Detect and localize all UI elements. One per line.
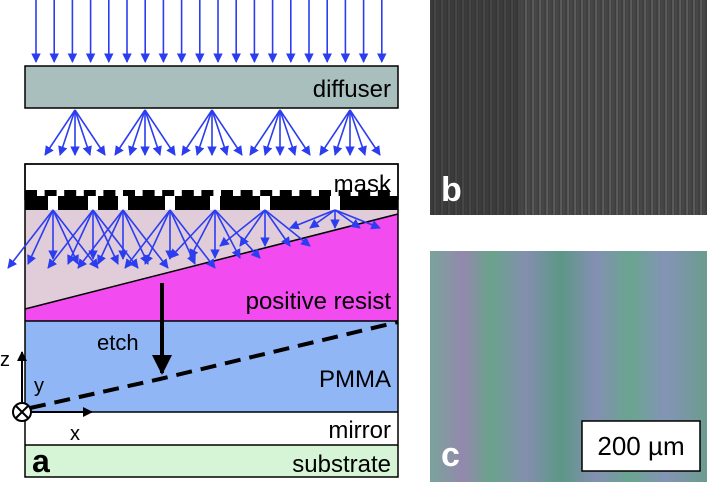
exposure-ray <box>264 209 291 247</box>
exposure-ray <box>122 209 169 269</box>
etch-profile-line <box>29 320 399 410</box>
mask-opening <box>210 196 220 210</box>
mirror-layer <box>25 412 398 445</box>
exposure-rays <box>7 209 381 269</box>
diffused-ray <box>74 109 92 156</box>
diffused-ray <box>279 109 311 156</box>
mask-opening <box>330 196 340 210</box>
exposure-ray <box>169 209 216 259</box>
mask-tooth <box>338 190 351 198</box>
diffused-ray <box>181 109 213 156</box>
exposure-ray <box>214 209 241 259</box>
exposure-ray <box>289 209 336 230</box>
exposure-ray <box>27 209 54 265</box>
mask-opening <box>48 196 58 210</box>
diffuser-plate <box>24 65 399 109</box>
diffused-ray <box>249 109 281 156</box>
diffused-ray <box>58 109 76 156</box>
exposure-ray <box>77 209 124 269</box>
diffused-ray <box>74 109 106 156</box>
panel-a-label: a <box>32 443 50 479</box>
substrate-layer <box>25 445 398 477</box>
mask-label: mask <box>334 171 392 198</box>
exposure-ray <box>122 209 149 265</box>
scale-bar-label: 200 µm <box>597 431 684 461</box>
positive-resist-label: positive resist <box>246 288 392 315</box>
diffused-ray <box>211 109 229 156</box>
mask-tooth <box>260 190 273 198</box>
mask-tooth <box>358 190 371 198</box>
diffused-ray <box>333 109 351 156</box>
diffused-ray <box>349 109 381 156</box>
exposure-ray <box>189 209 216 259</box>
exposure-ray <box>144 209 171 265</box>
exposure-ray <box>92 209 119 265</box>
mask-opening <box>165 196 175 210</box>
etch-label: etch <box>97 330 139 355</box>
diffused-ray <box>263 109 281 156</box>
mask-tooth <box>221 190 233 198</box>
exposure-ray <box>334 209 381 230</box>
mask-tooth <box>162 190 175 198</box>
mask-tooth <box>240 190 253 198</box>
diffused-ray <box>114 109 146 156</box>
substrate-label: substrate <box>292 451 391 478</box>
panel-b-micrograph: b <box>430 0 707 215</box>
mask-tooth <box>103 190 116 198</box>
mask-tooth <box>279 190 292 198</box>
diffused-ray <box>349 109 367 156</box>
pmma-label: PMMA <box>319 366 391 393</box>
scale-bar-box <box>581 420 701 472</box>
mask-opening <box>88 196 98 210</box>
mask-tooth <box>319 190 331 198</box>
mask-tooth <box>142 190 155 198</box>
exposure-ray <box>7 209 54 269</box>
diffused-ray <box>128 109 146 156</box>
mask-opening <box>260 196 270 210</box>
exposure-ray <box>219 209 266 247</box>
panel-b-label: b <box>441 171 462 209</box>
axis-y-label: y <box>34 375 44 397</box>
diffused-ray <box>144 109 162 156</box>
exposure-ray <box>97 209 124 265</box>
diffused-ray <box>144 109 176 156</box>
diffused-light-rays <box>44 109 381 156</box>
exposure-ray <box>214 209 261 259</box>
panel-c-label: c <box>441 436 460 474</box>
exposure-ray <box>169 209 216 269</box>
diffused-ray <box>211 109 243 156</box>
mask-tooth <box>377 190 390 198</box>
exposure-ray <box>334 209 361 229</box>
mask-tooth <box>64 190 77 198</box>
mask-pattern <box>25 190 398 210</box>
mask-tooth <box>25 190 37 198</box>
mask-tooth <box>123 190 135 198</box>
diffuser-label: diffuser <box>313 76 391 103</box>
diffused-ray <box>279 109 297 156</box>
axis-z-label: z <box>0 349 10 371</box>
diffused-ray <box>319 109 351 156</box>
mask-tooth <box>181 190 194 198</box>
mask-tooth <box>299 190 312 198</box>
diffused-ray <box>44 109 76 156</box>
exposure-ray <box>309 209 336 229</box>
mask-tooth <box>83 190 96 198</box>
incoming-light-rays <box>31 0 387 63</box>
mask-opening <box>118 196 128 210</box>
mask-tooth <box>44 190 57 198</box>
axis-x-label: x <box>70 423 80 445</box>
exposure-ray <box>124 209 171 269</box>
exposure-ray <box>264 209 311 247</box>
mirror-label: mirror <box>328 417 391 444</box>
mask-tooth <box>201 190 214 198</box>
exposure-ray <box>47 209 94 269</box>
exposure-ray <box>67 209 94 265</box>
panel-c-micrograph: c 200 µm <box>430 251 707 482</box>
exposure-ray <box>239 209 266 247</box>
diffused-ray <box>195 109 213 156</box>
coordinate-axes: z y x <box>0 349 93 445</box>
